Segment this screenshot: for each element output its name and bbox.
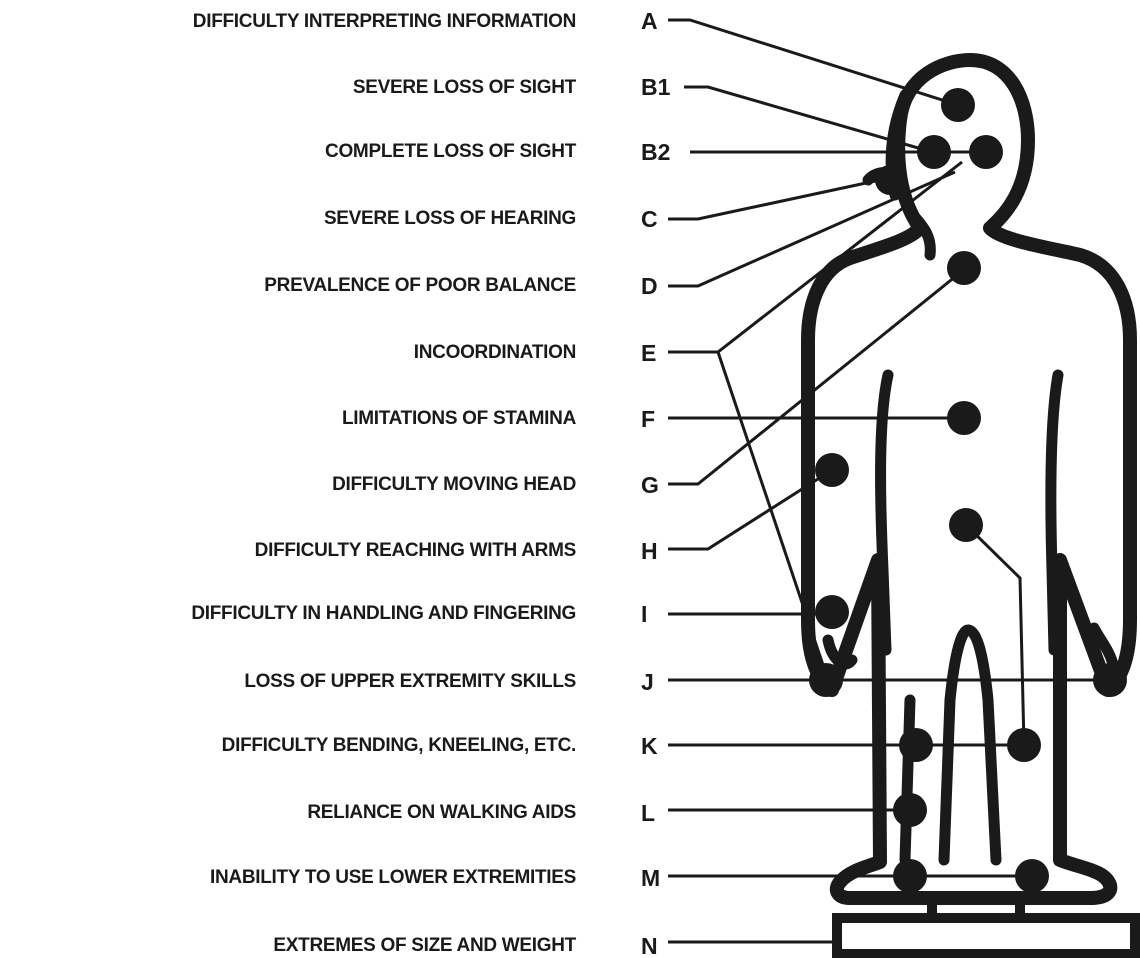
dot-i xyxy=(815,595,849,629)
code-b2: B2 xyxy=(641,139,670,165)
code-a: A xyxy=(641,8,658,34)
dot-a xyxy=(941,88,975,122)
code-e: E xyxy=(641,340,656,366)
dot-f xyxy=(947,401,981,435)
left-leg-line xyxy=(905,700,910,860)
code-h: H xyxy=(641,538,658,564)
platform-window xyxy=(932,898,1020,918)
leader-c xyxy=(668,180,880,219)
label-n: EXTREMES OF SIZE AND WEIGHT xyxy=(273,935,576,956)
left-arm-inner xyxy=(881,375,888,650)
code-k: K xyxy=(641,733,658,759)
dot-b1 xyxy=(917,135,951,169)
dot-h xyxy=(815,453,849,487)
dot-l xyxy=(893,793,927,827)
label-column: DIFFICULTY INTERPRETING INFORMATION SEVE… xyxy=(191,11,576,956)
label-j: LOSS OF UPPER EXTREMITY SKILLS xyxy=(244,671,576,692)
dot-k-left xyxy=(899,728,933,762)
dot-c xyxy=(875,165,905,195)
label-l: RELIANCE ON WALKING AIDS xyxy=(307,802,576,823)
dot-j-right xyxy=(1093,663,1127,697)
scale-platform xyxy=(837,898,1135,954)
label-c: SEVERE LOSS OF HEARING xyxy=(324,208,576,229)
marker-dots xyxy=(809,88,1127,893)
label-e: INCOORDINATION xyxy=(414,342,576,363)
code-column: A B1 B2 C D E F G H I J K L M N xyxy=(641,8,671,958)
code-c: C xyxy=(641,206,658,232)
label-b1: SEVERE LOSS OF SIGHT xyxy=(353,77,577,98)
dot-g xyxy=(947,251,981,285)
label-a: DIFFICULTY INTERPRETING INFORMATION xyxy=(193,11,576,32)
label-h: DIFFICULTY REACHING WITH ARMS xyxy=(255,540,576,561)
dot-m-right xyxy=(1015,859,1049,893)
label-i: DIFFICULTY IN HANDLING AND FINGERING xyxy=(191,603,576,624)
dot-b2 xyxy=(969,135,1003,169)
dot-j-left xyxy=(809,663,843,697)
dot-k-right xyxy=(1007,728,1041,762)
label-f: LIMITATIONS OF STAMINA xyxy=(342,408,577,429)
dot-k-upper xyxy=(949,508,983,542)
code-l: L xyxy=(641,800,655,826)
code-b1: B1 xyxy=(641,74,671,100)
label-k: DIFFICULTY BENDING, KNEELING, ETC. xyxy=(222,735,576,756)
code-g: G xyxy=(641,472,659,498)
code-n: N xyxy=(641,933,658,958)
dot-m-left xyxy=(893,859,927,893)
leader-a xyxy=(668,20,958,105)
label-b2: COMPLETE LOSS OF SIGHT xyxy=(325,141,577,162)
label-g: DIFFICULTY MOVING HEAD xyxy=(332,474,576,495)
code-i: I xyxy=(641,601,647,627)
right-arm-inner xyxy=(1051,375,1058,650)
code-f: F xyxy=(641,406,655,432)
code-d: D xyxy=(641,273,658,299)
code-j: J xyxy=(641,669,654,695)
label-d: PREVALENCE OF POOR BALANCE xyxy=(264,275,576,296)
label-m: INABILITY TO USE LOWER EXTREMITIES xyxy=(210,867,576,888)
code-m: M xyxy=(641,865,660,891)
platform-base xyxy=(837,918,1135,954)
